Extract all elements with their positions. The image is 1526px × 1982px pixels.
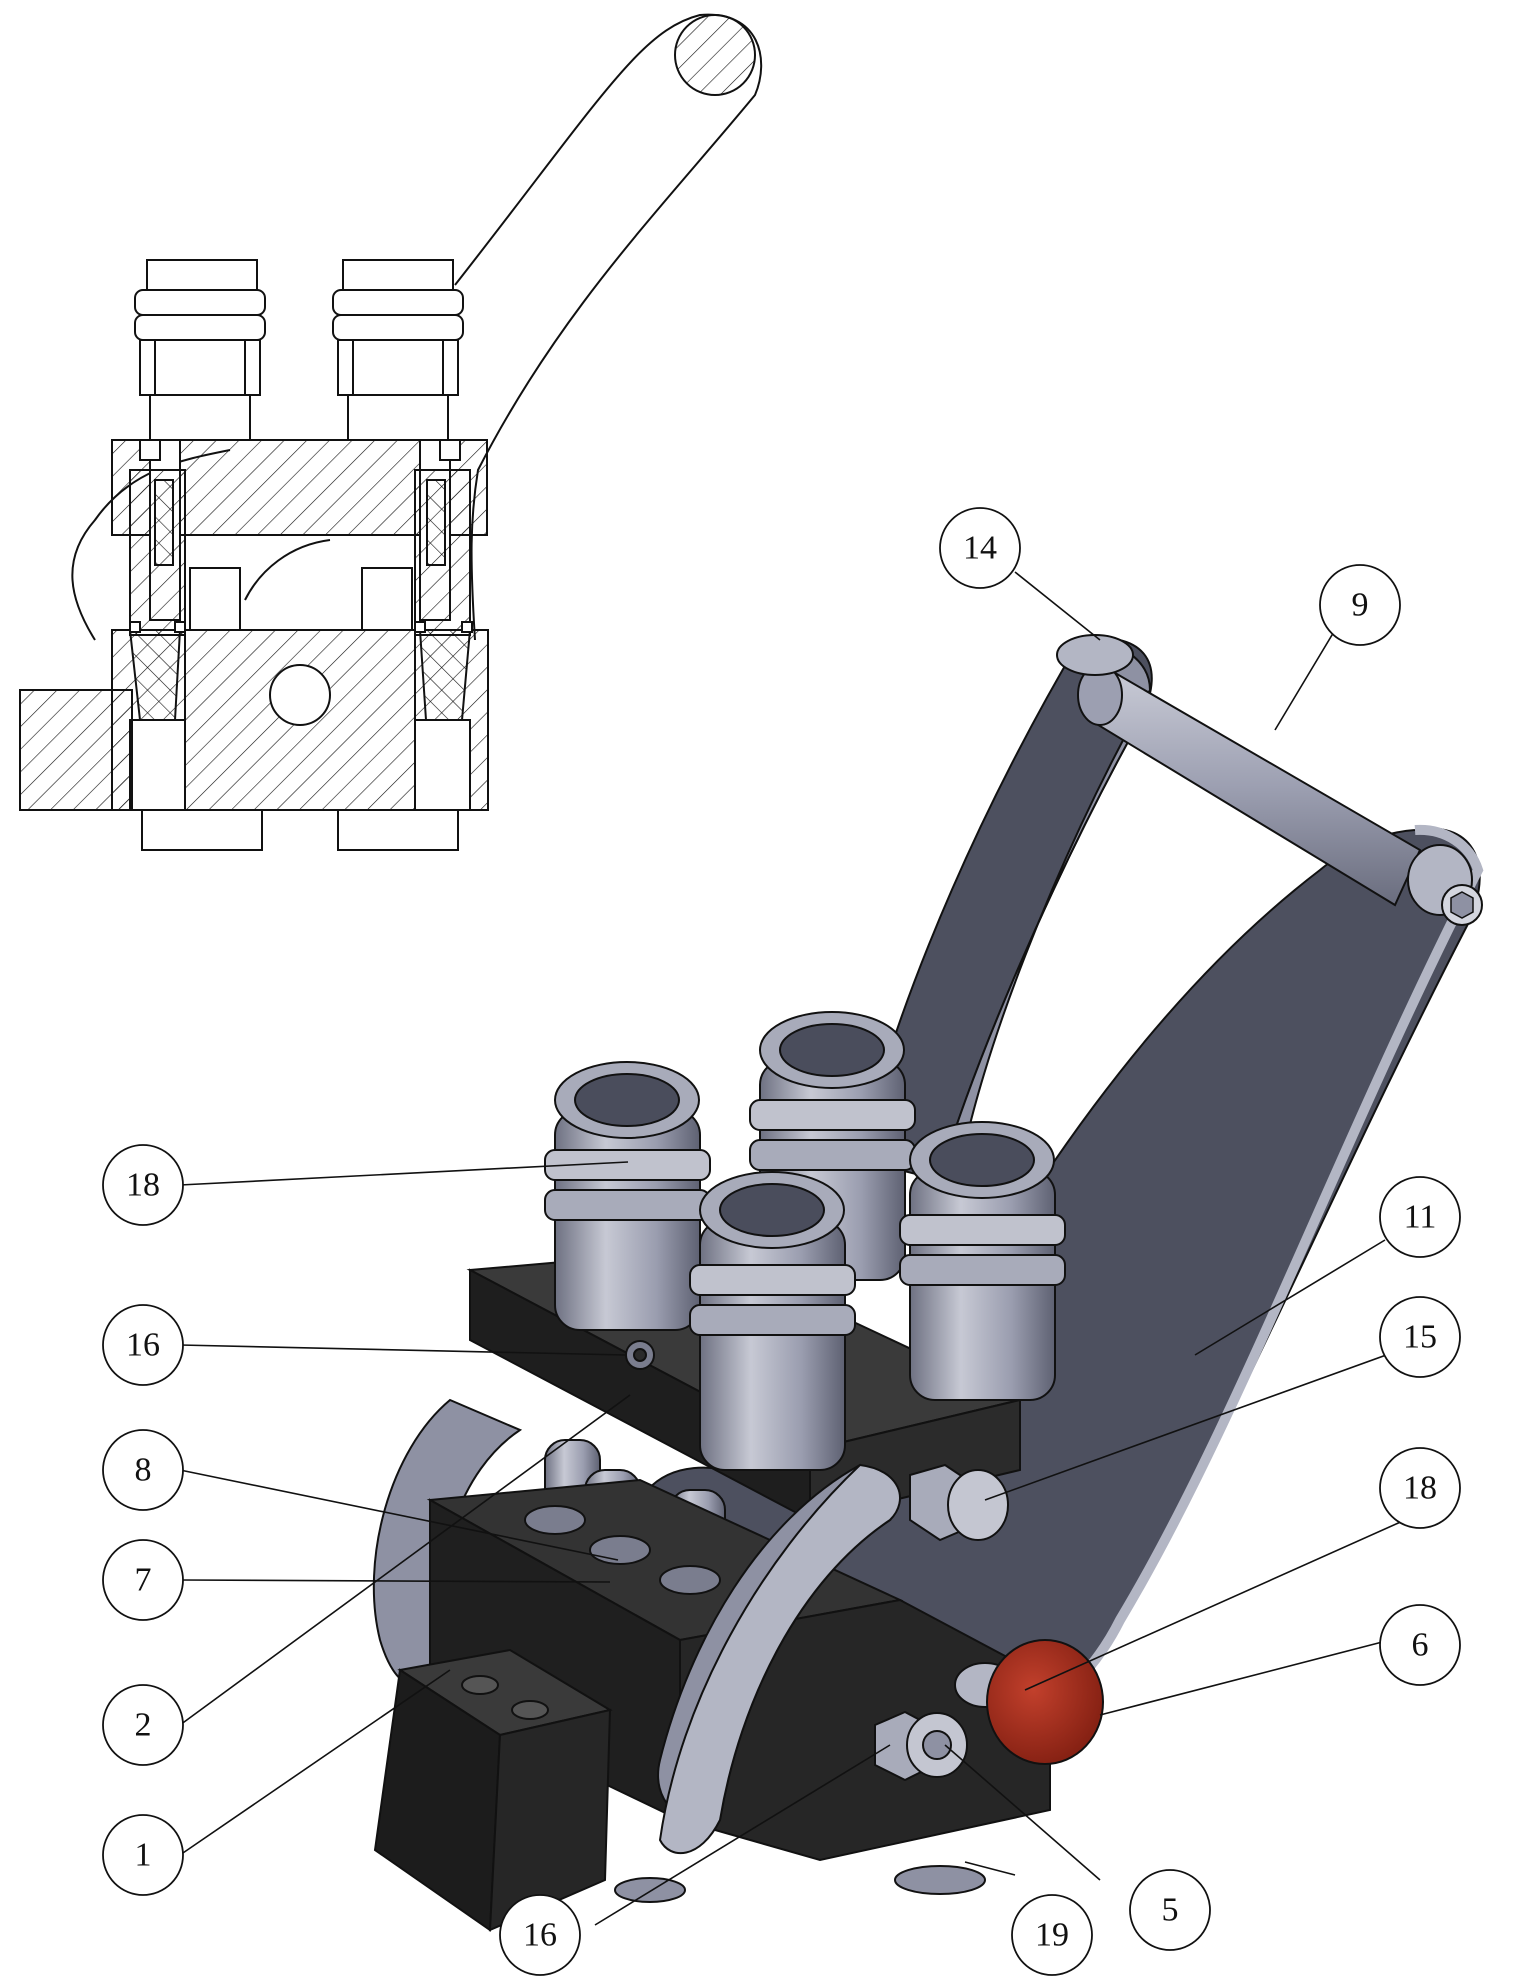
section-pivot-pin xyxy=(269,664,331,726)
balloon-6: 6 xyxy=(1379,1604,1461,1686)
balloon-9: 9 xyxy=(1319,564,1401,646)
svg-text:6: 6 xyxy=(1412,1627,1429,1664)
svg-text:5: 5 xyxy=(1162,1892,1179,1929)
balloon-15: 18 xyxy=(1379,1447,1461,1529)
svg-text:16: 16 xyxy=(523,1917,557,1954)
svg-text:19: 19 xyxy=(1035,1917,1069,1954)
svg-text:7: 7 xyxy=(135,1562,152,1599)
svg-text:11: 11 xyxy=(1404,1199,1437,1236)
section-fitting-left xyxy=(134,259,266,441)
pivot-nut xyxy=(909,1463,1009,1542)
section-fitting-right xyxy=(332,259,464,441)
balloon-14: 16 xyxy=(499,1894,581,1976)
red-knob xyxy=(986,1639,1104,1765)
isometric-view xyxy=(372,634,1484,1932)
balloon-7: 7 xyxy=(102,1539,184,1621)
balloon-19: 19 xyxy=(1011,1894,1093,1976)
svg-text:16: 16 xyxy=(126,1327,160,1364)
balloon-12: 14 xyxy=(939,507,1021,589)
balloons: 14 9 11 15 18 6 5 19 16 18 16 8 7 2 1 xyxy=(102,507,1461,1976)
svg-text:1: 1 xyxy=(135,1837,152,1874)
coupler-front-right xyxy=(899,1121,1066,1401)
svg-text:18: 18 xyxy=(126,1167,160,1204)
svg-text:8: 8 xyxy=(135,1452,152,1489)
svg-text:14: 14 xyxy=(963,530,997,567)
lower-nut xyxy=(874,1710,968,1782)
balloon-16: 16 xyxy=(102,1304,184,1386)
balloon-1: 1 xyxy=(102,1814,184,1896)
svg-text:2: 2 xyxy=(135,1707,152,1744)
coupler-back-left xyxy=(544,1061,711,1331)
pin-end-top xyxy=(1056,634,1134,676)
section-lever-arm xyxy=(454,13,763,641)
leader-lines xyxy=(179,571,1406,1926)
bottom-fitting xyxy=(894,1865,986,1895)
coupler-front-left xyxy=(689,1171,856,1471)
balloon-11: 11 xyxy=(1379,1176,1461,1258)
section-view xyxy=(19,13,763,851)
section-lever-end xyxy=(674,14,756,96)
svg-text:15: 15 xyxy=(1403,1319,1437,1356)
svg-text:18: 18 xyxy=(1403,1470,1437,1507)
balloon-8: 8 xyxy=(102,1429,184,1511)
crossbar xyxy=(1077,664,1483,926)
svg-text:9: 9 xyxy=(1352,587,1369,624)
balloon-13: 15 xyxy=(1379,1296,1461,1378)
balloon-18: 18 xyxy=(102,1144,184,1226)
section-base-foot xyxy=(19,689,133,811)
balloon-2: 2 xyxy=(102,1684,184,1766)
balloon-5: 5 xyxy=(1129,1869,1211,1951)
foot-block xyxy=(373,1648,613,1932)
